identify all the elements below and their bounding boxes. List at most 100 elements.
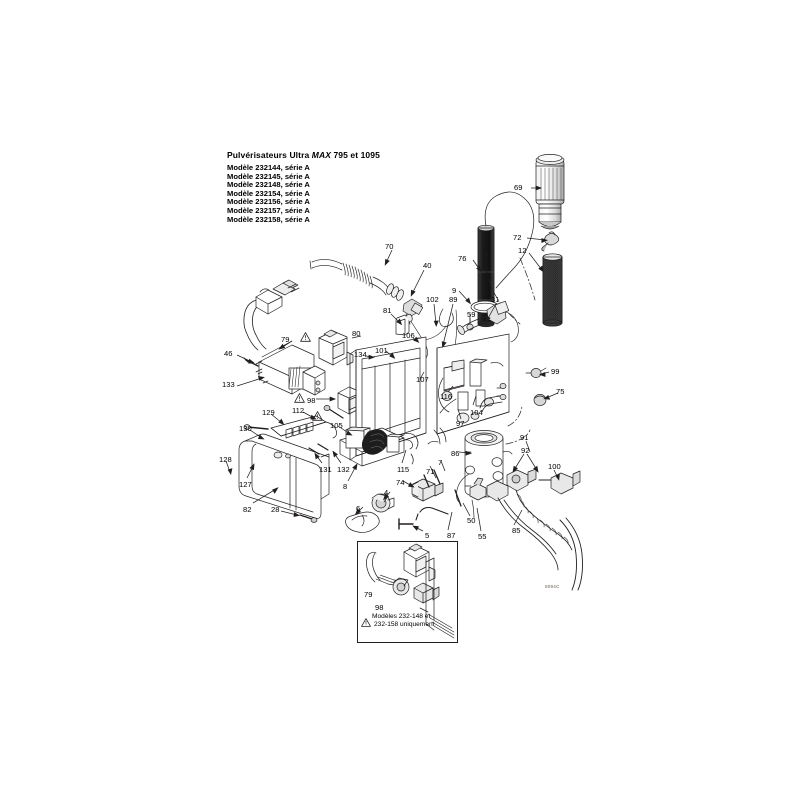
- part-74-fitting: [411, 478, 444, 502]
- model-line: Modèle 232156, série A: [227, 197, 310, 207]
- control-panel: [270, 415, 337, 439]
- callout-55: 55: [478, 532, 487, 541]
- callout-71: 71: [426, 467, 435, 476]
- callout-100: 100: [548, 462, 561, 471]
- callout-131: 131: [319, 465, 332, 474]
- part-8-motor: [339, 426, 414, 467]
- callout-87: 87: [447, 531, 456, 540]
- part-4-fitting: [371, 493, 395, 513]
- part-12-filter: [542, 253, 563, 327]
- callout-12: 12: [518, 246, 527, 255]
- callout-74: 74: [396, 478, 405, 487]
- callout-75: 75: [556, 387, 565, 396]
- part-31-fitting: [457, 300, 519, 343]
- part-133-motor: [255, 340, 326, 396]
- callout-130: 130: [239, 424, 252, 433]
- plug-body: [255, 279, 300, 315]
- part-6-handle: [345, 511, 380, 533]
- callout-101: 101: [375, 346, 388, 355]
- callout-107: 107: [416, 375, 429, 384]
- callout-132: 132: [337, 465, 350, 474]
- callout-76: 76: [458, 254, 467, 263]
- callout-105: 105: [330, 421, 343, 430]
- callout-106: 106: [402, 331, 415, 340]
- callout-8: 8: [343, 482, 348, 491]
- callout-102: 102: [426, 295, 439, 304]
- callout-31: 31: [491, 295, 500, 304]
- callout-82: 82: [243, 505, 252, 514]
- callout-80: 80: [352, 329, 361, 338]
- model-line: Modèle 232144, série A: [227, 163, 310, 172]
- power-cord: [243, 279, 300, 351]
- callout-115: 115: [397, 465, 410, 474]
- model-line: Modèle 232157, série A: [227, 205, 310, 215]
- part-80-switch: [318, 329, 354, 366]
- part-131-132-screws: [308, 443, 329, 455]
- document-code: 8094C: [545, 584, 560, 589]
- inset-caption: Modèles 232-148 et 232-158 uniquement: [362, 613, 458, 629]
- model-line: Modèle 232148, série A: [227, 180, 310, 190]
- callout-46: 46: [224, 349, 233, 358]
- callout-98: 98: [307, 396, 316, 405]
- inset-callout-79: 79: [364, 590, 373, 599]
- part-130-rod: [243, 424, 269, 430]
- callout-9: 9: [452, 286, 457, 295]
- title-suffix: 795 et 1095: [330, 150, 380, 160]
- rods: [415, 469, 462, 521]
- warning-triangle-icon: [300, 332, 311, 342]
- inset-warning-triangle-icon: [361, 614, 371, 627]
- part-40-fitting: [402, 298, 424, 325]
- part-75-knob: [533, 394, 547, 406]
- warning-triangle-icon: [294, 393, 305, 403]
- part-85-hose: [497, 489, 573, 571]
- callout-50: 50: [467, 516, 476, 525]
- callout-129: 129: [262, 408, 275, 417]
- inset-callout-98: 98: [375, 603, 384, 612]
- part-69-assembly: [535, 154, 565, 230]
- inset-caption-line-2: 232-158 uniquement: [374, 621, 435, 628]
- callout-127: 127: [239, 480, 252, 489]
- warning-triangle-icon: [312, 411, 323, 421]
- part-76-tube: [477, 224, 495, 328]
- callout-69: 69: [514, 183, 523, 192]
- callout-4: 4: [384, 488, 389, 497]
- part-70-hose: [309, 259, 404, 301]
- callout-92: 92: [521, 446, 530, 455]
- callout-59: 59: [467, 310, 476, 319]
- inset-detail-box: [357, 541, 458, 643]
- callout-112: 112: [292, 406, 305, 415]
- part-28-screw: [299, 514, 318, 523]
- model-list: Modèle 232144, série A Modèle 232145, sé…: [227, 163, 380, 224]
- callout-128: 128: [219, 455, 232, 464]
- model-line: Modèle 232145, série A: [227, 171, 310, 181]
- callout-85: 85: [512, 526, 521, 535]
- part-86-housing: [464, 430, 513, 498]
- hose-fittings: [486, 468, 581, 502]
- part-55-fitting: [469, 477, 487, 519]
- part-5-pin: [398, 518, 414, 530]
- callout-40: 40: [423, 261, 432, 270]
- control-board: [436, 333, 510, 435]
- callout-86: 86: [451, 449, 460, 458]
- callout-99: 99: [551, 367, 560, 376]
- callout-89: 89: [449, 295, 458, 304]
- title-block: Pulvérisateurs Ultra MAX 795 et 1095 Mod…: [227, 150, 380, 224]
- model-line: Modèle 232154, série A: [227, 188, 310, 198]
- callout-79: 79: [281, 335, 290, 344]
- part-127-cover: [238, 433, 330, 519]
- callout-116: 116: [440, 392, 453, 401]
- title-prefix: Pulvérisateurs Ultra: [227, 150, 312, 160]
- callout-5: 5: [425, 531, 430, 540]
- callout-81: 81: [383, 306, 392, 315]
- inset-caption-line-1: Modèles 232-148 et: [372, 613, 431, 620]
- callout-133: 133: [222, 380, 235, 389]
- callout-91: 91: [520, 433, 529, 442]
- title-italic: MAX: [311, 150, 331, 160]
- callout-134: 134: [354, 350, 367, 359]
- callout-97: 97: [456, 419, 465, 428]
- callout-7: 7: [438, 458, 443, 467]
- part-112-screw: [323, 405, 344, 419]
- callout-72: 72: [513, 233, 522, 242]
